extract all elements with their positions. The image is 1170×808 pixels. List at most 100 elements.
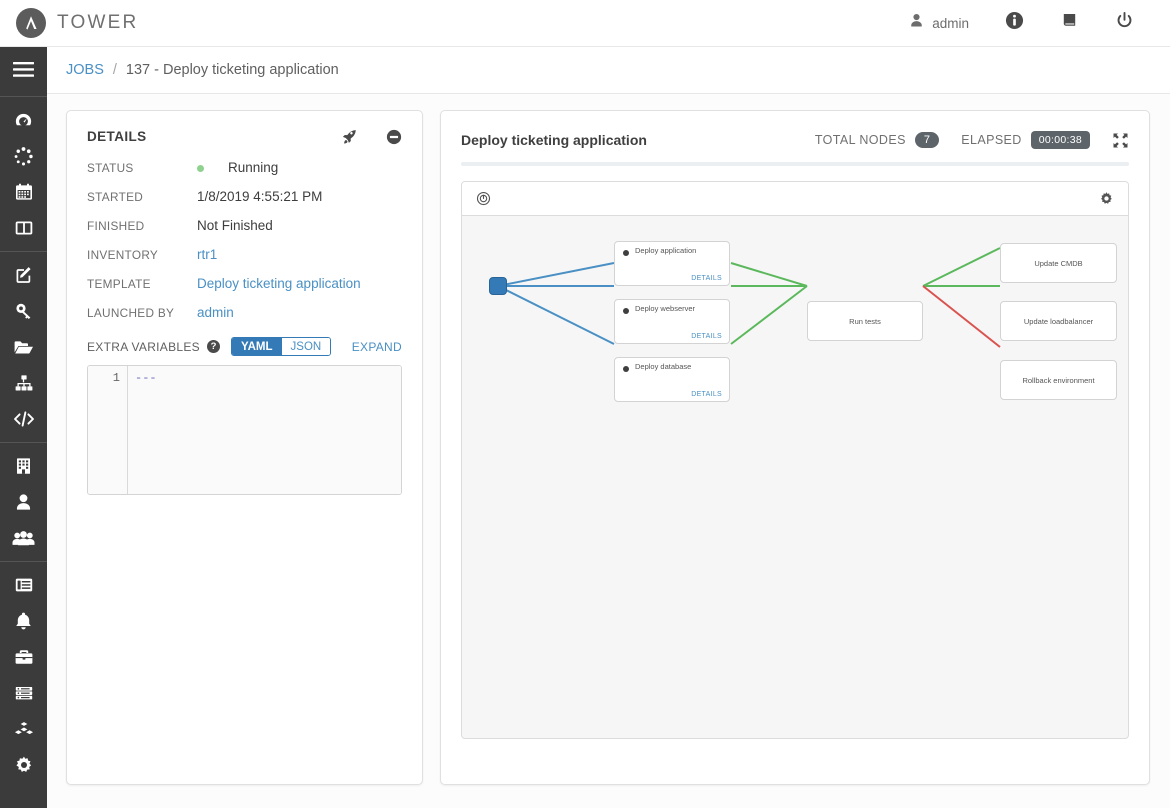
detail-label: INVENTORY [87, 247, 159, 262]
inventory-scripts-code-icon[interactable] [0, 401, 47, 437]
inventories-sitemap-icon[interactable] [0, 365, 47, 401]
node-update-cmdb[interactable]: Update CMDB [1000, 243, 1117, 283]
node-label: Rollback environment [1022, 375, 1095, 385]
template-link[interactable]: Deploy ticketing application [197, 276, 361, 291]
detail-row-status: STATUS Running [87, 153, 402, 182]
question-mark-icon[interactable]: ? [207, 340, 220, 353]
workflow-title: Deploy ticketing application [461, 132, 647, 148]
portal-columns-icon[interactable] [0, 210, 47, 246]
credentials-key-icon[interactable] [0, 293, 47, 329]
toggle-json[interactable]: JSON [281, 338, 331, 355]
detail-label: STARTED [87, 189, 144, 204]
node-label: Deploy application [635, 246, 697, 255]
nav-divider [0, 561, 47, 562]
dashboard-gauge-icon[interactable] [0, 102, 47, 138]
details-title: DETAILS [87, 129, 147, 144]
graph-canvas[interactable]: Deploy application DETAILS Deploy webser… [462, 216, 1128, 738]
workflow-header: Deploy ticketing application TOTAL NODES… [441, 111, 1149, 149]
node-status-dot-icon [623, 366, 629, 372]
gear-icon[interactable] [1099, 191, 1114, 206]
graph-toolbar [462, 182, 1128, 216]
credential-types-list-icon[interactable] [0, 567, 47, 603]
node-details-link[interactable]: DETAILS [691, 275, 722, 282]
compass-target-icon[interactable] [476, 191, 491, 206]
user-menu[interactable]: admin [891, 0, 987, 47]
notifications-bell-icon[interactable] [0, 603, 47, 639]
node-status-dot-icon [623, 250, 629, 256]
nav-divider [0, 96, 47, 97]
detail-value: Not Finished [197, 218, 273, 233]
expand-arrows-icon[interactable] [1112, 132, 1129, 149]
status-text: Running [228, 160, 279, 175]
node-update-loadbalancer[interactable]: Update loadbalancer [1000, 301, 1117, 341]
power-icon [1115, 11, 1134, 35]
rocket-icon[interactable] [341, 128, 358, 145]
toggle-yaml[interactable]: YAML [232, 338, 282, 355]
node-status-dot-icon [623, 308, 629, 314]
hamburger-menu-icon[interactable] [0, 47, 47, 91]
detail-value: Running [197, 160, 278, 175]
detail-label: STATUS [87, 160, 134, 175]
detail-label: LAUNCHED BY [87, 305, 175, 320]
edge-run-tests-to-rollback-environment [922, 285, 1001, 348]
elapsed-label: ELAPSED [961, 133, 1022, 147]
node-label: Update loadbalancer [1023, 316, 1094, 326]
launched-by-link[interactable]: admin [197, 305, 234, 320]
details-actions [341, 128, 402, 145]
workflow-start-node[interactable] [489, 277, 507, 295]
detail-row-started: STARTED 1/8/2019 4:55:21 PM [87, 182, 402, 211]
detail-row-template: TEMPLATE Deploy ticketing application [87, 269, 402, 298]
node-label: Deploy database [635, 362, 692, 371]
breadcrumb-current: 137 - Deploy ticketing application [125, 62, 339, 78]
workflow-meta: TOTAL NODES 7 ELAPSED 00:00:38 [815, 131, 1129, 149]
expand-link[interactable]: EXPAND [351, 339, 402, 354]
breadcrumb-jobs-link[interactable]: JOBS [66, 62, 104, 78]
node-label: Run tests [849, 316, 881, 326]
docs-button[interactable] [1042, 0, 1097, 47]
extra-variables-editor[interactable]: 1 --- [87, 365, 402, 495]
projects-folder-icon[interactable] [0, 329, 47, 365]
top-bar-actions: admin [891, 0, 1170, 47]
teams-group-icon[interactable] [0, 520, 47, 556]
graph-edges [497, 247, 1001, 348]
detail-label: TEMPLATE [87, 276, 151, 291]
schedules-calendar-icon[interactable] [0, 174, 47, 210]
details-header: DETAILS [67, 111, 422, 147]
node-details-link[interactable]: DETAILS [691, 391, 722, 398]
top-bar: TOWER admin [0, 0, 1170, 47]
node-details-link[interactable]: DETAILS [691, 333, 722, 340]
inventory-link[interactable]: rtr1 [197, 247, 218, 262]
node-deploy-webserver[interactable]: Deploy webserver DETAILS [614, 299, 730, 344]
editor-gutter: 1 [88, 366, 128, 494]
detail-label: FINISHED [87, 218, 145, 233]
detail-row-launched-by: LAUNCHED BY admin [87, 298, 402, 327]
node-label: Deploy webserver [635, 304, 696, 313]
workflow-graph[interactable]: Deploy application DETAILS Deploy webser… [461, 181, 1129, 739]
users-person-icon[interactable] [0, 484, 47, 520]
jobs-spinner-icon[interactable] [0, 138, 47, 174]
editor-content[interactable]: --- [128, 366, 401, 494]
edge-start-to-deploy-application [497, 262, 615, 287]
nav-divider [0, 442, 47, 443]
nav-group-3 [0, 448, 47, 556]
templates-pencil-icon[interactable] [0, 257, 47, 293]
node-rollback-environment[interactable]: Rollback environment [1000, 360, 1117, 400]
book-icon [1060, 11, 1079, 35]
applications-cubes-icon[interactable] [0, 711, 47, 747]
instance-groups-server-icon[interactable] [0, 675, 47, 711]
management-jobs-briefcase-icon[interactable] [0, 639, 47, 675]
node-deploy-application[interactable]: Deploy application DETAILS [614, 241, 730, 286]
settings-gear-icon[interactable] [0, 747, 47, 783]
cancel-circle-icon[interactable] [386, 129, 402, 145]
node-run-tests[interactable]: Run tests [807, 301, 923, 341]
format-toggle: YAML JSON [231, 337, 332, 356]
logout-button[interactable] [1097, 0, 1152, 47]
organizations-building-icon[interactable] [0, 448, 47, 484]
info-button[interactable] [987, 0, 1042, 47]
extra-variables-label: EXTRA VARIABLES [87, 339, 200, 354]
left-sidebar [0, 47, 47, 808]
brand[interactable]: TOWER [16, 8, 138, 38]
node-deploy-database[interactable]: Deploy database DETAILS [614, 357, 730, 402]
elapsed-badge: 00:00:38 [1030, 131, 1090, 149]
details-rows: STATUS Running STARTED 1/8/2019 4:55:21 … [67, 147, 422, 327]
